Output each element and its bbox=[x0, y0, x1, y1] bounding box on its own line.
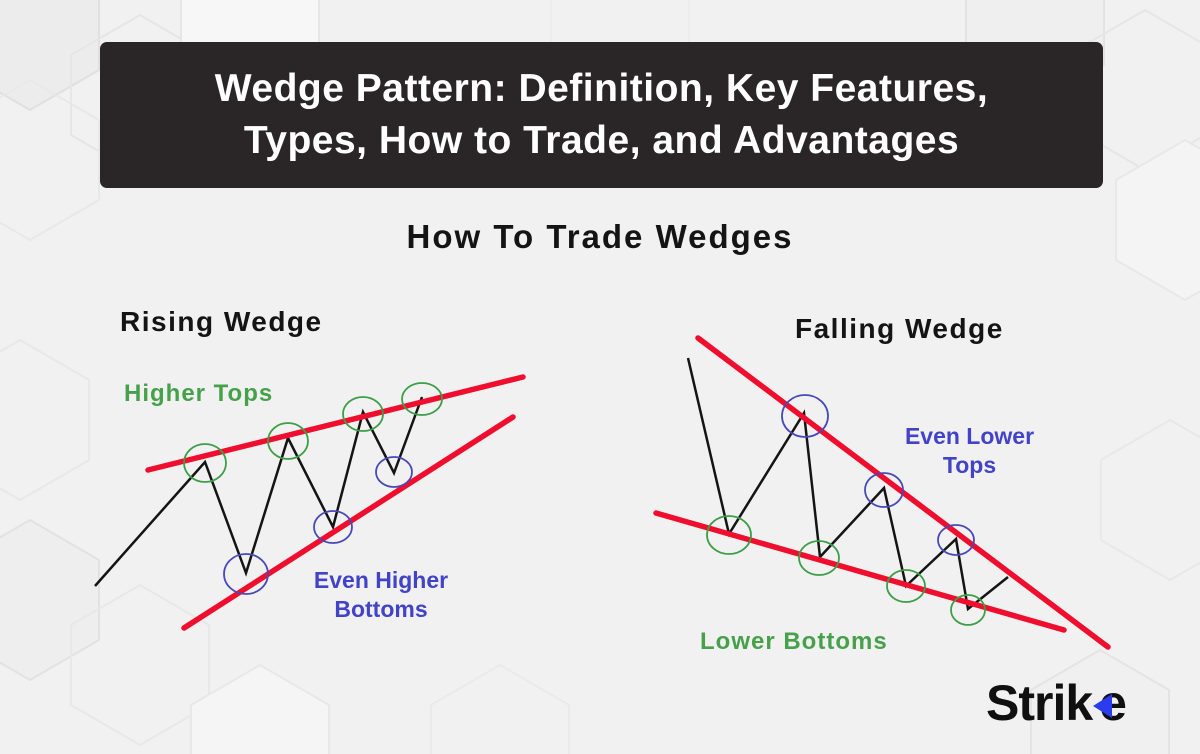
hexagon bbox=[1100, 418, 1200, 582]
even-lower-tops-line2: Tops bbox=[942, 452, 997, 478]
even-higher-bottoms-line2: Bottoms bbox=[334, 596, 428, 622]
even-higher-bottoms-line1: Even Higher bbox=[313, 567, 449, 593]
hexagon bbox=[0, 338, 90, 502]
lower-bottom-circle bbox=[706, 515, 752, 555]
lower-top-circle bbox=[781, 394, 829, 438]
page-title-line1: Wedge Pattern: Definition, Key Features, bbox=[214, 67, 989, 110]
higher-top-circle bbox=[267, 422, 309, 460]
lower-top-circle bbox=[864, 472, 904, 508]
lower-bottoms-label: Lower Bottoms bbox=[700, 628, 888, 655]
hexagon bbox=[0, 78, 100, 242]
lower-top-circle bbox=[937, 524, 975, 556]
rising-upper-trendline bbox=[145, 374, 526, 473]
logo-text-stri: Stri bbox=[986, 675, 1066, 731]
section-subtitle: How To Trade Wedges bbox=[406, 218, 794, 255]
title-banner: Wedge Pattern: Definition, Key Features,… bbox=[100, 42, 1103, 188]
rising-wedge-chart bbox=[94, 374, 526, 631]
lower-bottom-circle bbox=[950, 594, 986, 626]
falling-lower-trendline bbox=[653, 510, 1067, 633]
lower-bottom-circle bbox=[798, 540, 840, 576]
even-lower-tops-label: Even Lower Tops bbox=[882, 422, 1057, 480]
rising-wedge-title: Rising Wedge bbox=[120, 306, 323, 337]
higher-bottom-circle bbox=[313, 510, 353, 544]
hexagon bbox=[430, 663, 570, 754]
logo-arrow-icon bbox=[1093, 694, 1113, 718]
even-higher-bottoms-label: Even Higher Bottoms bbox=[286, 566, 476, 624]
hexagon bbox=[0, 518, 100, 682]
hexagon bbox=[1115, 138, 1200, 302]
page-title-line2: Types, How to Trade, and Advantages bbox=[243, 119, 960, 162]
falling-price-line bbox=[686, 357, 1009, 612]
even-lower-tops-line1: Even Lower bbox=[904, 423, 1035, 449]
falling-wedge-chart bbox=[653, 335, 1111, 650]
logo-text-k: k bbox=[1065, 675, 1093, 731]
higher-bottom-circle bbox=[375, 456, 413, 488]
higher-bottom-circle bbox=[223, 553, 269, 595]
higher-top-circle bbox=[342, 396, 384, 432]
lower-bottom-circle bbox=[886, 569, 926, 603]
higher-top-circle bbox=[401, 382, 443, 416]
higher-top-circle bbox=[183, 443, 227, 483]
falling-wedge-title: Falling Wedge bbox=[795, 313, 1004, 344]
hexagon bbox=[70, 583, 210, 747]
higher-tops-label: Higher Tops bbox=[124, 380, 274, 407]
hexagon bbox=[190, 663, 330, 754]
